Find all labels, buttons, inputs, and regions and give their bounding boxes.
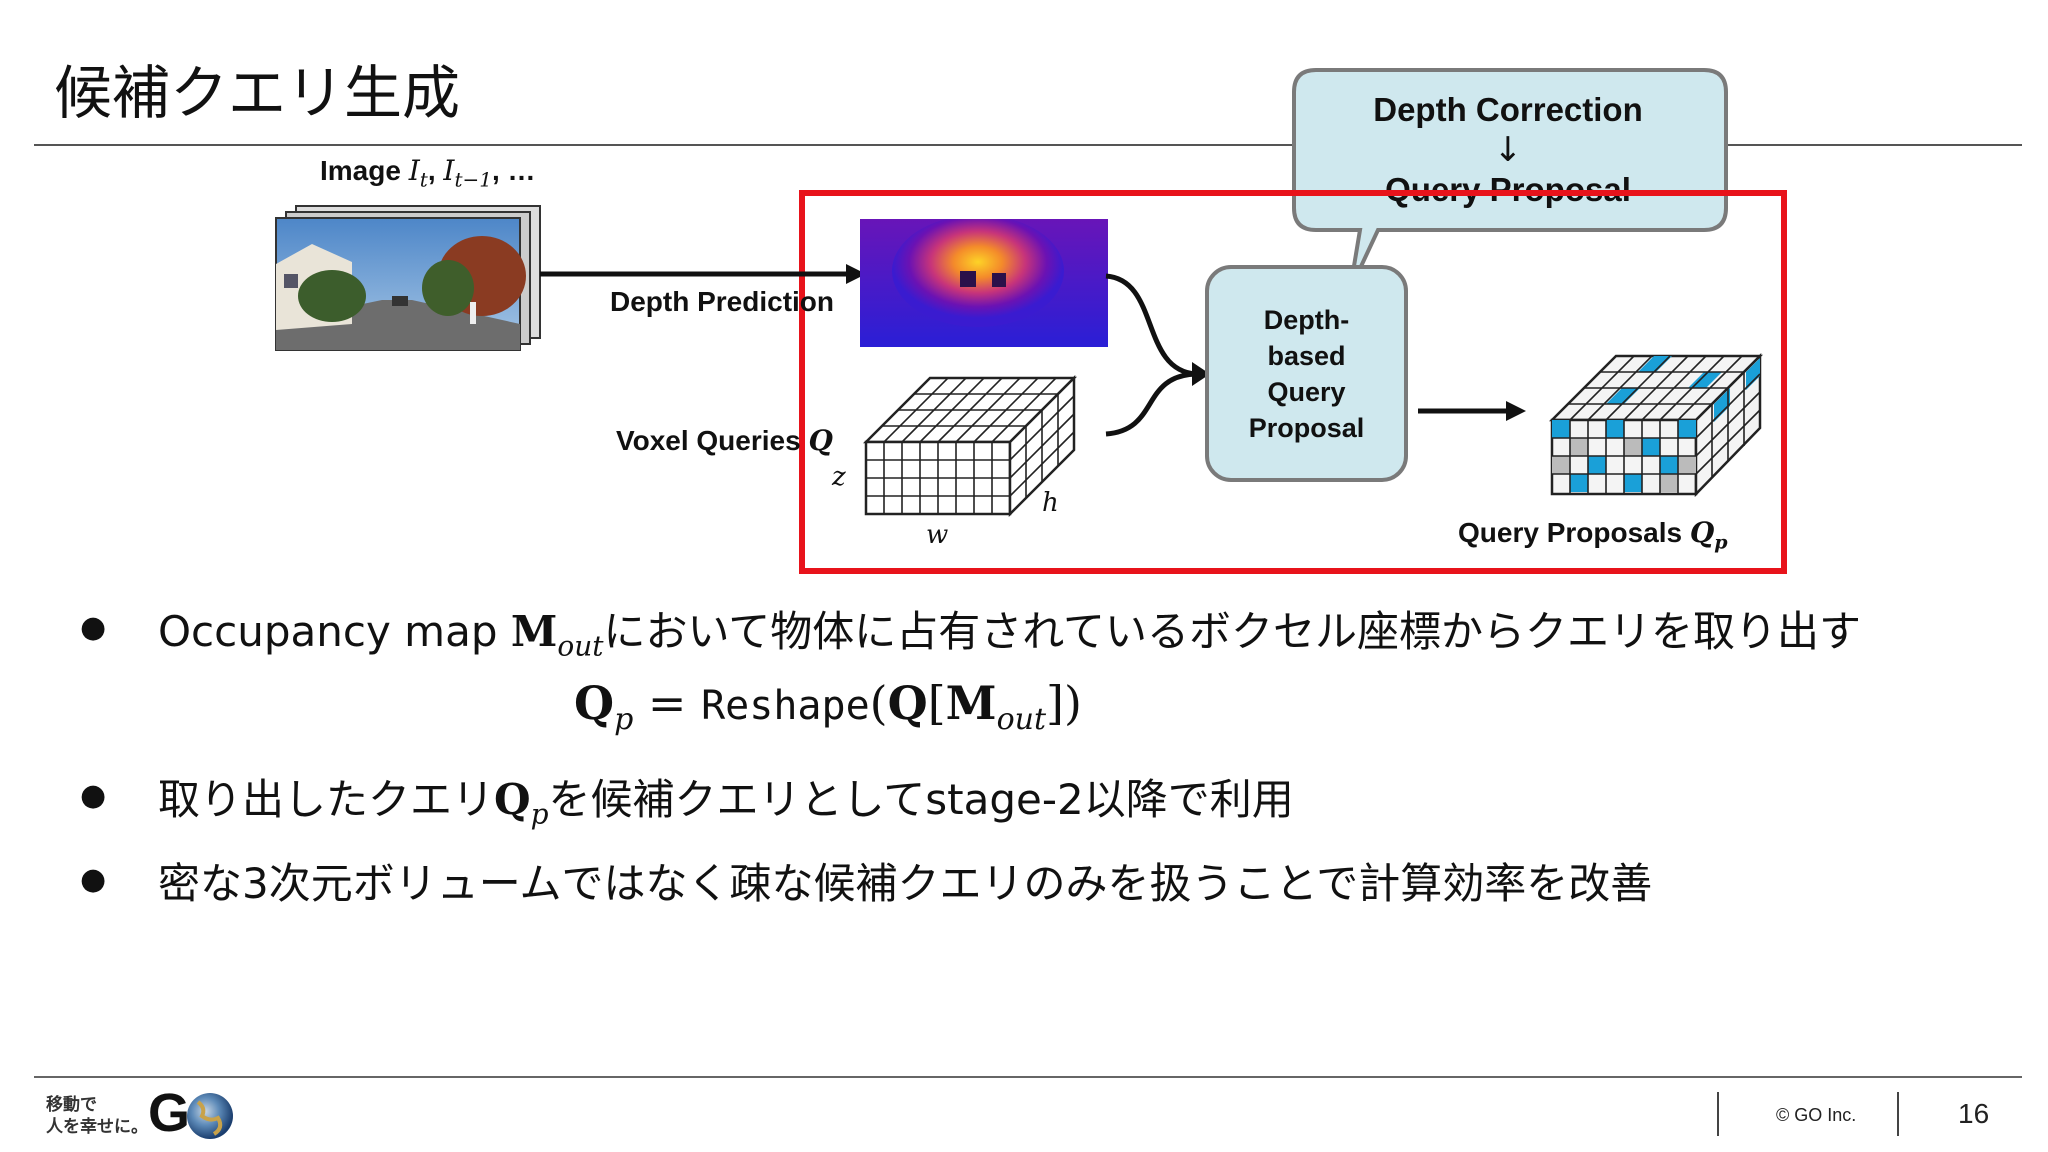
bullet-1-dot: ● bbox=[80, 610, 107, 645]
merge-arrows-icon bbox=[1105, 273, 1210, 437]
footer-divider bbox=[34, 1076, 2022, 1078]
axis-h-label: h bbox=[1042, 488, 1059, 518]
image-symbol-2: I bbox=[443, 154, 455, 187]
eq-fn: Reshape bbox=[701, 683, 870, 729]
depth-based-query-proposal-box: Depth- based Query Proposal bbox=[1205, 265, 1408, 482]
depth-based-query-proposal-label: Depth- based Query Proposal bbox=[1248, 304, 1365, 443]
arrow-to-proposals-icon bbox=[1418, 401, 1526, 421]
voxel-symbol: Q bbox=[808, 424, 833, 457]
eq-bracket: [ bbox=[927, 676, 946, 730]
callout-bubble bbox=[1292, 68, 1728, 291]
go-logo: G bbox=[148, 1083, 236, 1144]
bullet-3: 密な3次元ボリュームではなく疎な候補クエリのみを扱うことで計算効率を改善 bbox=[158, 859, 1653, 908]
bullet-2-post: を候補クエリとしてstage-2以降で利用 bbox=[548, 775, 1294, 824]
equation: Qp = Reshape(Q[Mout]) bbox=[574, 676, 1082, 737]
eq-lhs: Q bbox=[574, 676, 615, 730]
voxel-queries-text: Voxel Queries bbox=[616, 425, 801, 456]
go-logo-mark bbox=[187, 1093, 233, 1139]
page-number: 16 bbox=[1958, 1098, 1990, 1129]
bullet-1: Occupancy map Moutにおいて物体に占有されているボクセル座標から… bbox=[158, 598, 1861, 662]
image-sub-t1: t−1 bbox=[454, 167, 492, 192]
bullet-2-pre: 取り出したクエリ bbox=[158, 775, 495, 824]
image-sep: , bbox=[427, 155, 444, 186]
voxel-queries-label: Voxel Queries Q bbox=[616, 424, 833, 457]
bullet-1-math: M bbox=[510, 607, 558, 656]
query-proposals-text: Query Proposals bbox=[1458, 517, 1683, 548]
axis-z-label: z bbox=[832, 462, 846, 492]
bullet-3-dot: ● bbox=[80, 862, 107, 897]
down-arrow-icon: ↓ bbox=[1493, 130, 1523, 170]
footer-copyright: © GO Inc. bbox=[1776, 1105, 1857, 1125]
query-proposals-grid bbox=[1548, 352, 1764, 498]
arrow-to-depth-icon bbox=[540, 264, 866, 284]
eq-equals: = bbox=[633, 676, 702, 730]
voxel-grid bbox=[862, 374, 1078, 518]
eq-close: ]) bbox=[1046, 676, 1082, 730]
callout-line-1: Depth Correction bbox=[1373, 91, 1643, 128]
eq-m: M bbox=[945, 676, 997, 730]
axis-w-label: w bbox=[926, 520, 949, 550]
bullet-2-math: Q bbox=[494, 775, 531, 824]
footer-tagline: 移動で 人を幸せに。 bbox=[46, 1094, 148, 1138]
depth-map bbox=[860, 219, 1108, 347]
image-sub-t: t bbox=[419, 167, 428, 192]
bullet-1-math-sub: out bbox=[557, 629, 604, 663]
image-label-text: Image bbox=[320, 155, 401, 186]
eq-q: Q bbox=[887, 676, 928, 730]
qp-sub: p bbox=[1714, 531, 1728, 554]
callout-text: Depth Correction ↓ Query Proposal bbox=[1300, 90, 1716, 210]
bullet-1-post: において物体に占有されているボクセル座標からクエリを取り出す bbox=[603, 607, 1861, 656]
image-ellipsis: , … bbox=[491, 155, 536, 186]
footer-separator-2 bbox=[1897, 1092, 1899, 1136]
image-stack bbox=[275, 205, 541, 351]
street-photo bbox=[275, 217, 526, 351]
callout-line-2: Query Proposal bbox=[1385, 171, 1631, 208]
footer-separator-1 bbox=[1717, 1092, 1719, 1136]
qp-symbol: Q bbox=[1689, 516, 1715, 549]
highlight-box bbox=[799, 190, 1787, 574]
depth-prediction-label: Depth Prediction bbox=[610, 286, 835, 317]
query-proposals-label: Query Proposals Qp bbox=[1458, 516, 1728, 554]
eq-open: ( bbox=[869, 676, 888, 730]
bullet-2-dot: ● bbox=[80, 778, 107, 813]
title-divider bbox=[34, 144, 2022, 146]
footer-tagline-line-2: 人を幸せに。 bbox=[46, 1117, 148, 1136]
bullet-2-math-sub: p bbox=[530, 797, 549, 831]
image-label: Image It, It−1, … bbox=[320, 154, 536, 192]
bullet-2: 取り出したクエリQpを候補クエリとしてstage-2以降で利用 bbox=[158, 766, 1294, 830]
eq-m-sub: out bbox=[996, 702, 1047, 738]
slide-title: 候補クエリ生成 bbox=[54, 59, 461, 127]
image-symbol-1: I bbox=[408, 154, 420, 187]
go-logo-text: G bbox=[148, 1083, 190, 1143]
eq-lhs-sub: p bbox=[614, 702, 634, 738]
footer-tagline-line-1: 移動で bbox=[46, 1095, 97, 1114]
bullet-1-pre: Occupancy map bbox=[158, 607, 511, 656]
